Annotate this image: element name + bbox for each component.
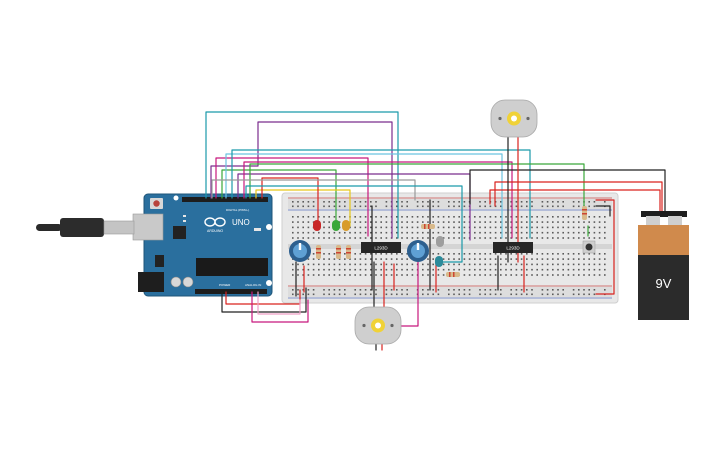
reset-button[interactable]	[153, 200, 160, 207]
wire-teal-2	[231, 149, 531, 239]
resistor-6[interactable]	[582, 206, 587, 220]
power-jack	[138, 272, 164, 292]
arduino-infinity-logo	[204, 217, 226, 227]
chip-l293d-right[interactable]: L293D	[493, 242, 533, 253]
motor-bottom[interactable]	[354, 306, 402, 345]
wire-green-1	[221, 169, 337, 229]
resistor-4[interactable]	[421, 224, 435, 229]
wire-magenta	[215, 157, 369, 237]
led-teal[interactable]	[435, 256, 443, 267]
header-analog-label: ANALOG IN	[245, 283, 261, 287]
pushbutton-icon[interactable]	[582, 240, 596, 254]
usb-cable-icon[interactable]	[36, 218, 135, 237]
wire-yellow	[255, 189, 351, 227]
wire-pink-a1	[257, 291, 301, 315]
wire-purple-2	[237, 173, 471, 241]
wire-black-gnd	[221, 287, 307, 313]
potentiometer-right[interactable]	[407, 240, 429, 262]
chip-right-label: L293D	[506, 246, 520, 251]
breadboard[interactable]	[281, 192, 619, 304]
wire-black-battery	[469, 169, 666, 215]
wire-black-rail	[595, 205, 611, 217]
led-orange[interactable]	[342, 220, 350, 231]
wire-red-battery-2	[489, 189, 661, 215]
wire-gray	[211, 179, 416, 201]
wire-red-battery-1	[494, 181, 663, 215]
battery-label: 9V	[656, 276, 672, 291]
board-brand: UNO	[232, 218, 250, 227]
wire-red-led	[261, 177, 319, 229]
wire-lightblue	[225, 153, 503, 239]
breadboard-holes	[292, 201, 606, 296]
resistor-3[interactable]	[346, 245, 351, 259]
wire-green-2	[249, 163, 585, 207]
resistor-1[interactable]	[316, 245, 321, 259]
header-power-label: POWER	[219, 283, 231, 287]
led-green[interactable]	[332, 220, 340, 231]
wire-motor-bottom-magenta	[397, 257, 419, 327]
wires[interactable]	[205, 111, 666, 351]
resistor-5[interactable]	[446, 272, 460, 277]
wire-magenta-a0	[251, 291, 309, 323]
resistor-2[interactable]	[336, 245, 341, 259]
wire-red-5v	[225, 289, 301, 305]
wire-red-rail	[595, 199, 615, 295]
wire-teal-3	[245, 185, 463, 263]
battery-icon[interactable]: 9V	[638, 211, 689, 320]
chip-l293d-left[interactable]: L293D	[361, 242, 401, 253]
board-sub: ARDUINO	[207, 229, 223, 233]
usb-port	[132, 213, 164, 241]
led-red[interactable]	[313, 220, 321, 231]
chip-left-label: L293D	[374, 246, 388, 251]
wire-purple	[210, 121, 393, 239]
wire-teal	[205, 111, 399, 239]
potentiometer-left[interactable]	[289, 240, 311, 262]
header-digital-label: DIGITAL (PWM~)	[226, 208, 249, 212]
motor-top[interactable]	[490, 99, 538, 138]
arduino-board[interactable]: UNO ARDUINO DIGITAL (PWM~) POWER ANALOG …	[132, 193, 273, 297]
led-gray[interactable]	[436, 236, 444, 247]
atmega-chip	[196, 258, 268, 276]
